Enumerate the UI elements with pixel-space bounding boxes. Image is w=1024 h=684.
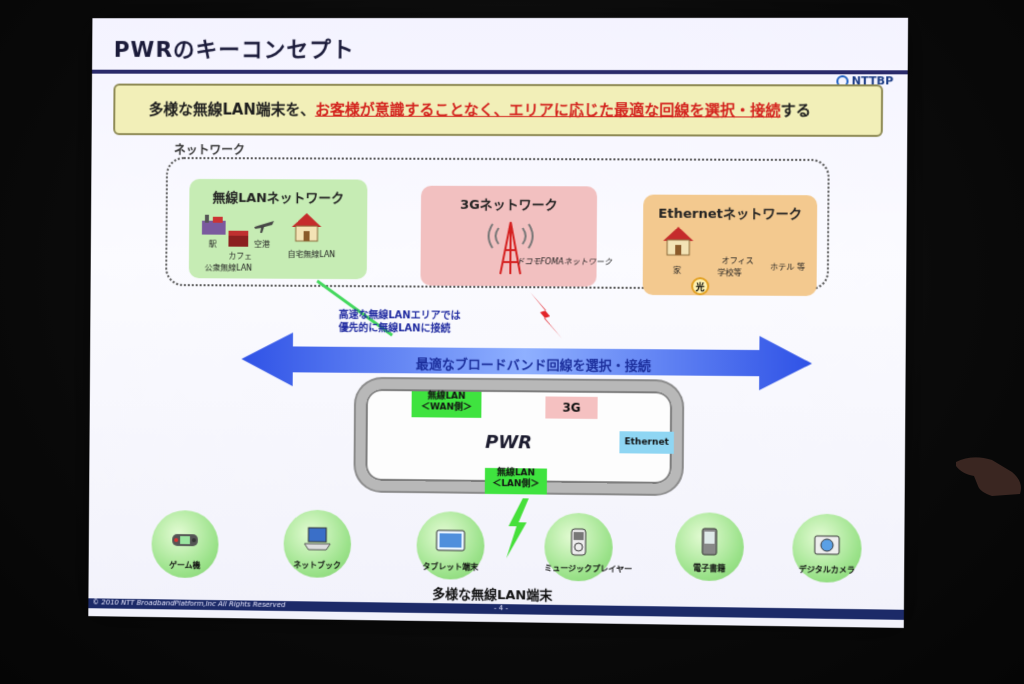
priority-note-line1: 高速な無線LANエリアでは xyxy=(339,309,461,323)
school-label: 学校等 xyxy=(717,267,741,278)
device-tablet: タブレット端末 xyxy=(416,511,484,580)
broadband-arrow-label: 最適なブロードバンド回線を選択・接続 xyxy=(416,353,651,374)
lan-wifi-tag: 無線LAN ＜LAN側＞ xyxy=(485,468,547,495)
page-number: - 4 - xyxy=(494,604,508,612)
title-divider xyxy=(92,70,908,75)
3g-network-box: 3Gネットワーク ドコモFOMAネットワーク xyxy=(420,186,597,287)
device-music-player: ミュージックプレイヤー xyxy=(544,513,613,582)
ethernet-network-box: Ethernetネットワーク 家 オフィス 学校等 ホテル 等 光 xyxy=(643,195,818,296)
station-label: 駅 xyxy=(209,239,217,250)
banner-pre: 多様な無線LAN端末を、 xyxy=(149,100,316,118)
digital-camera-icon xyxy=(812,528,843,559)
slide-title: PWRのキーコンセプト xyxy=(114,32,355,64)
fiber-badge: 光 xyxy=(691,277,709,295)
cafe-label: カフェ xyxy=(228,251,252,262)
home-icon xyxy=(290,211,324,243)
device-label-game: ゲーム機 xyxy=(151,560,218,572)
docomo-fona-label: ドコモFOMAネットワーク xyxy=(516,256,612,268)
hotel-label: ホテル 等 xyxy=(770,262,805,273)
public-wifi-label: 公衆無線LAN xyxy=(205,262,253,273)
ethernet-tag: Ethernet xyxy=(619,431,674,454)
device-label-camera: デジタルカメラ xyxy=(792,564,861,576)
house-label: 家 xyxy=(673,265,681,276)
game-console-icon xyxy=(170,524,200,554)
tablet-icon xyxy=(435,525,465,555)
device-label-tablet: タブレット端末 xyxy=(416,561,484,573)
3g-network-title: 3Gネットワーク xyxy=(421,194,597,214)
ethernet-network-title: Ethernetネットワーク xyxy=(643,203,817,223)
banner-post: する xyxy=(781,101,812,119)
ebook-reader-icon xyxy=(694,526,725,557)
house-icon xyxy=(661,225,696,257)
station-icon xyxy=(199,211,229,241)
device-digital-camera: デジタルカメラ xyxy=(792,514,862,583)
banner-highlight: お客様が意識することなく、エリアに応じた最適な回線を選択・接続 xyxy=(315,101,781,120)
banner-text: 多様な無線LAN端末を、お客様が意識することなく、エリアに応じた最適な回線を選択… xyxy=(149,98,812,120)
lan-tag-line2: ＜LAN側＞ xyxy=(485,479,547,491)
device-label-ebook: 電子書籍 xyxy=(675,562,744,574)
lan-tag-line1: 無線LAN xyxy=(485,468,547,480)
device-game-console: ゲーム機 xyxy=(151,510,218,578)
airport-label: 空港 xyxy=(254,239,270,250)
slide-header: PWRのキーコンセプト NTTBP xyxy=(92,18,908,79)
office-label: オフィス xyxy=(722,255,754,266)
wan-tag-line2: ＜WAN側＞ xyxy=(412,402,482,414)
3g-tag: 3G xyxy=(545,396,597,419)
antenna-tower-icon xyxy=(480,214,540,278)
device-netbook: ネットブック xyxy=(283,510,351,579)
device-label-music: ミュージックプレイヤー xyxy=(544,563,612,575)
devices-caption: 多様な無線LAN端末 xyxy=(432,583,552,604)
wifi-network-box: 無線LANネットワーク 駅 カフェ 空港 自宅無線LAN 公衆無線LAN xyxy=(189,179,368,279)
music-player-icon xyxy=(563,527,593,557)
wifi-network-title: 無線LANネットワーク xyxy=(189,187,367,207)
airplane-icon xyxy=(252,213,276,237)
wan-tag-line1: 無線LAN xyxy=(412,391,482,403)
cafe-icon xyxy=(226,229,250,249)
wan-wifi-tag: 無線LAN ＜WAN側＞ xyxy=(412,391,482,418)
device-ebook: 電子書籍 xyxy=(675,512,744,581)
netbook-icon xyxy=(302,524,332,554)
network-section-label: ネットワーク xyxy=(174,141,245,158)
pwr-label: PWR xyxy=(485,432,532,453)
presenter-hand xyxy=(952,452,1024,498)
concept-banner: 多様な無線LAN端末を、お客様が意識することなく、エリアに応じた最適な回線を選択… xyxy=(113,84,883,137)
home-wifi-label: 自宅無線LAN xyxy=(288,249,336,260)
device-label-netbook: ネットブック xyxy=(283,559,350,571)
projection-screen: PWRのキーコンセプト NTTBP 多様な無線LAN端末を、お客様が意識すること… xyxy=(88,18,908,628)
